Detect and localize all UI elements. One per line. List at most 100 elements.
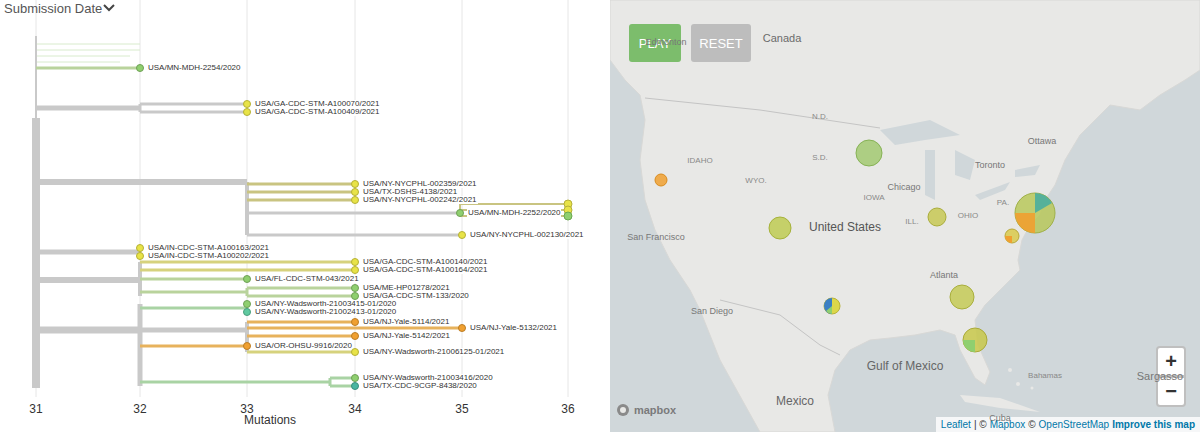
map-label: San Diego [691,307,733,317]
strain-name: USA/GA-CDC-STM-A100070/2021 [254,100,381,108]
attribution-text: Improve this map [1112,419,1195,430]
strain-name: USA/FL-CDC-STM-043/2021 [254,275,360,283]
axis-label: 34 [348,403,361,416]
tip-dot [458,231,466,239]
tip-dot [243,300,251,308]
strain-name: USA/ME-HP01278/2021 [362,284,451,292]
tip-node: USA/NY-Wadsworth-21003416/2020 [351,374,359,382]
tip-dot [243,342,251,350]
tip-dot [458,324,466,332]
axis-label: 31 [29,403,42,416]
tip-dot [351,348,359,356]
grid-lines [36,0,568,397]
map-label: mapbox [634,404,676,416]
map-label: Gulf of Mexico [867,360,944,373]
map-label: IDAHO [687,157,712,166]
tip-node: USA/NY-NYCPHL-002359/2021 [351,180,359,188]
map [610,0,1200,432]
faint-branches [36,44,140,62]
tip-node: USA/NJ-Yale-5142/2021 [351,332,359,340]
strain-name: USA/IN-CDC-STM-A100202/2021 [147,252,270,260]
button-label: + [1165,350,1177,373]
tip-node: USA/IN-CDC-STM-A100163/2021 [136,244,144,252]
strain-name: USA/GA-CDC-STM-A100140/2021 [362,258,489,266]
tip-dot [456,209,464,217]
tip-dot [351,188,359,196]
tip-node: USA/NJ-Yale-5132/2021 [458,324,466,332]
tip-dot [351,292,359,300]
mapbox-logo [617,404,629,416]
tip-dot [351,374,359,382]
chevron-icon [104,5,114,10]
strain-name: USA/NY-Wadsworth-21006125-01/2021 [362,348,505,356]
strain-name: USA/NJ-Yale-5132/2021 [469,324,558,332]
tip-node: USA/TX-DSHS-4138/2021 [351,188,359,196]
tip-node: USA/GA-CDC-STM-A100140/2021 [351,258,359,266]
attribution-bar: Leaflet| ©Mapbox©OpenStreetMapImprove th… [936,417,1200,432]
map-label: PA. [997,199,1009,208]
strain-name: USA/NJ-Yale-5142/2021 [362,332,451,340]
map-button: RESET [691,24,751,62]
map-label: Canada [763,32,802,44]
attribution-text: | © [974,419,987,430]
strain-name: USA/GA-CDC-STM-133/2020 [362,292,470,300]
tip-dot [243,100,251,108]
attribution-text: Leaflet [941,419,971,430]
button-label: RESET [699,36,742,51]
map-label: Edmonton [645,38,686,48]
tip-node: USA/ME-HP01278/2021 [351,284,359,292]
map-label: United States [809,221,881,234]
tip-node: USA/TX-CDC-9CGP-8438/2020 [351,382,359,390]
panel-title: Submission Date [4,2,102,16]
tip-node: USA/NY-NYCPHL-002242/2021 [351,196,359,204]
strain-name: USA/NY-NYCPHL-002359/2021 [362,180,478,188]
map-label: San Francisco [627,233,685,243]
tip-node: USA/MN-MDH-2252/2020 [456,209,464,217]
tip-dot [351,284,359,292]
tip-node: USA/NJ-Yale-5114/2021 [351,318,359,326]
tip-node: USA/OR-OHSU-9916/2020 [243,342,251,350]
tip-node: USA/NY-Wadsworth-21003415-01/2020 [243,300,251,308]
strain-name: USA/IN-CDC-STM-A100163/2021 [147,244,270,252]
tip-dot [351,382,359,390]
strain-name: USA/NY-Wadsworth-21002413-01/2020 [254,308,397,316]
map-label: WYO. [745,177,766,186]
strain-name: USA/MN-MDH-2252/2020 [467,209,561,217]
tip-dot [351,180,359,188]
tip-node: USA/NY-NYCPHL-002130/2021 [458,231,466,239]
attribution-text: © [1028,419,1035,430]
tip-dot [351,266,359,274]
tree-branches [36,36,568,388]
map-label: IOWA [863,194,884,203]
tip-node: USA/NY-Wadsworth-21002413-01/2020 [243,308,251,316]
map-label: S.D. [812,154,828,163]
map-label: Mexico [776,395,814,408]
button-label: − [1165,380,1177,403]
axis-label: Mutations [244,414,296,427]
tip-node: USA/GA-CDC-STM-A100164/2021 [351,266,359,274]
axis-label: 36 [561,403,574,416]
axis-label: 35 [455,403,468,416]
map-label: Cuba [989,414,1011,424]
strain-name: USA/MN-MDH-2254/2020 [147,64,241,72]
strain-name: USA/GA-CDC-STM-A100409/2021 [254,108,381,116]
map-label: Atlanta [930,271,958,281]
map-label: Chicago [887,183,920,193]
map-label: OHIO [958,212,978,221]
map-label: Toronto [975,161,1005,171]
axis-label: 32 [133,403,146,416]
attribution-text: OpenStreetMap [1039,419,1110,430]
tip-node: USA/GA-CDC-STM-133/2020 [351,292,359,300]
strain-name: USA/TX-DSHS-4138/2021 [362,188,458,196]
tip-dot [243,308,251,316]
tip-dot [351,196,359,204]
tip-dot [351,318,359,326]
tip-node: USA/FL-CDC-STM-043/2021 [243,275,251,283]
strain-name: USA/NY-NYCPHL-002242/2021 [362,196,478,204]
tip-node: USA/MN-MDH-2254/2020 [136,64,144,72]
tip-node: USA/IN-CDC-STM-A100202/2021 [136,252,144,260]
map-label: Ottawa [1028,137,1057,147]
tip-dot [351,332,359,340]
strain-name: USA/NY-NYCPHL-002130/2021 [469,231,585,239]
